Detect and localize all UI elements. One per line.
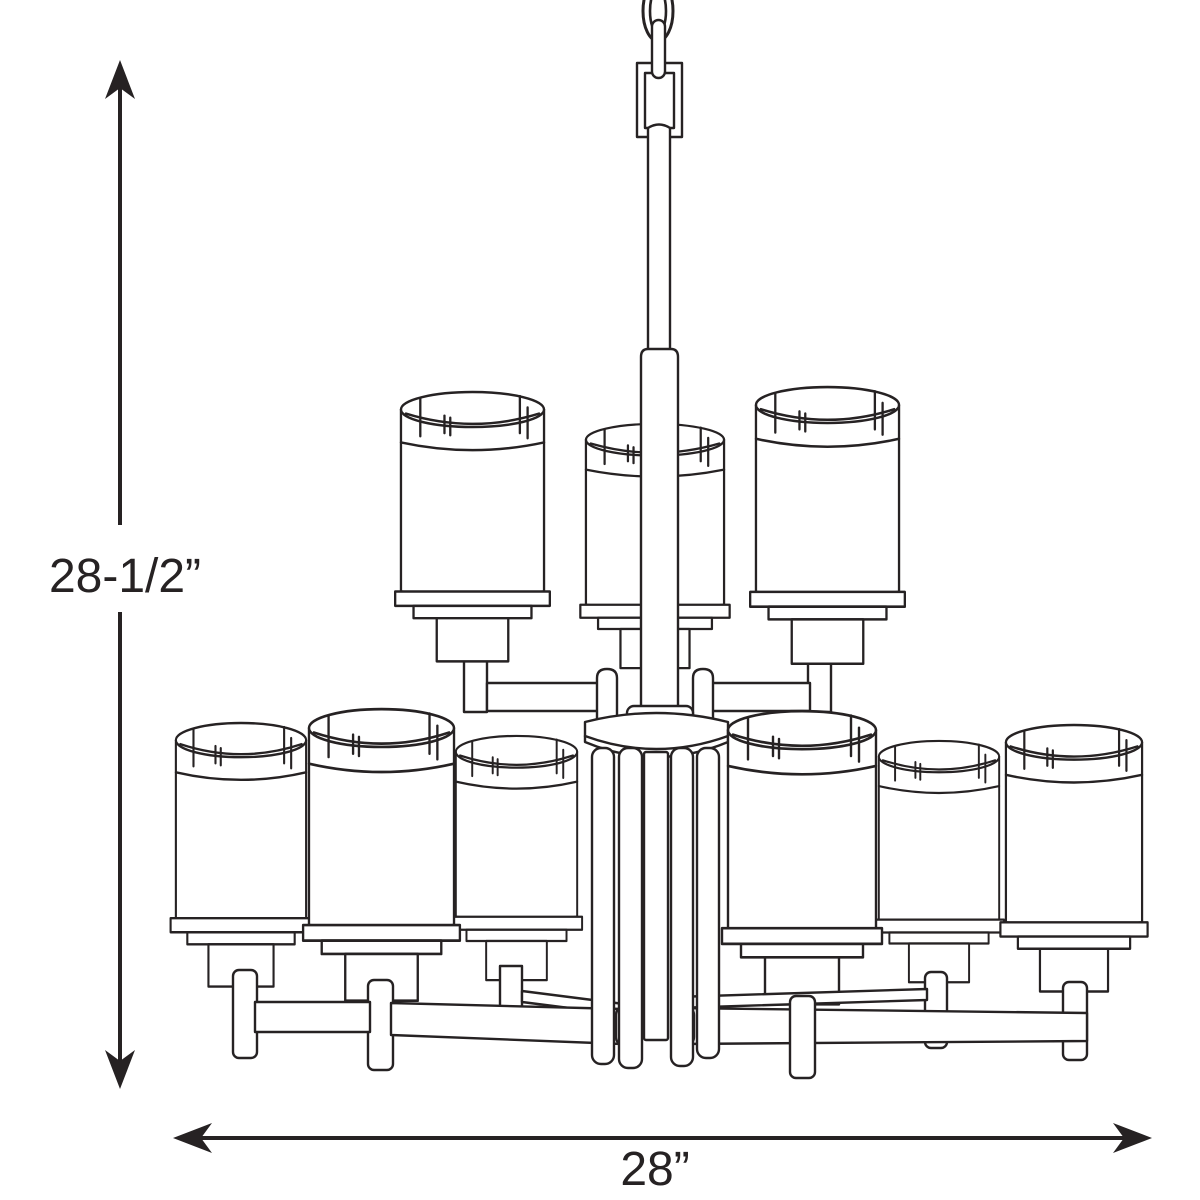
dimension-height: 28-1/2” [49,60,201,1089]
glass-shade-bottom-far-right [999,723,1149,993]
lower-arms-left [231,964,638,1072]
arrow-left-icon [173,1123,212,1153]
glass-shade-bottom-right [872,739,1006,984]
arrow-up-icon [105,60,135,99]
arrow-right-icon [1113,1123,1152,1153]
glass-shade-bottom-far-left [169,721,313,988]
glass-shade-bottom-left [301,707,462,1003]
center-rod-cage [590,746,721,1070]
width-dimension-label: 28” [620,1143,689,1196]
glass-shade-top-right [748,385,907,665]
glass-shade-bottom-center-left [449,734,584,982]
height-dimension-label: 28-1/2” [49,550,201,603]
dimension-width: 28” [173,1123,1152,1196]
lower-stem-front [788,994,817,1080]
center-column [639,347,680,724]
stem-rod [646,123,672,353]
glass-shade-top-left [393,390,552,663]
arrow-down-icon [105,1050,135,1089]
hang-chain [635,0,684,139]
chandelier-drawing [169,0,1149,1080]
glass-shade-bottom-center-right [720,709,884,1006]
hub [583,704,730,759]
lower-arms-right [672,970,1089,1062]
